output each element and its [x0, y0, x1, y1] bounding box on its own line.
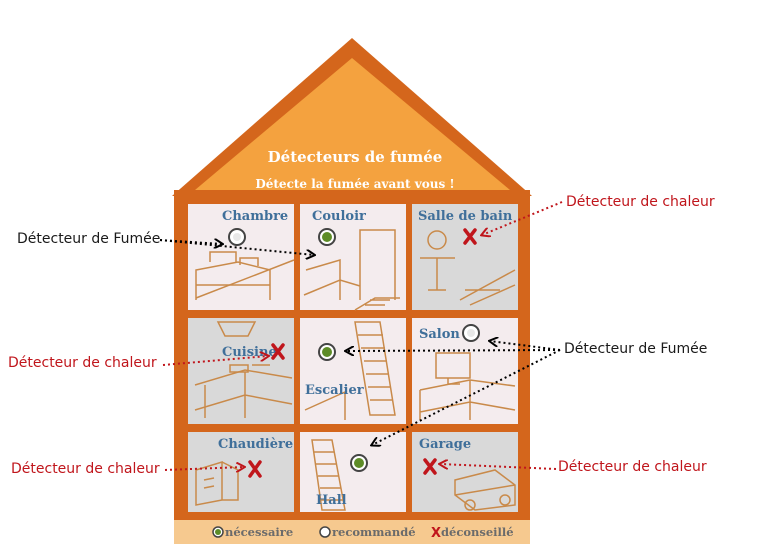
furniture-line-art — [194, 229, 516, 511]
room-label-chambre: Chambre — [222, 209, 288, 224]
necessary-detector-icon — [318, 343, 336, 361]
room-label-hall: Hall — [316, 493, 347, 508]
smoke-detector-arrows — [159, 240, 561, 445]
room-label-garage: Garage — [419, 437, 471, 452]
room-label-salle-de-bain: Salle de bain — [418, 209, 513, 224]
recommended-detector-icon — [462, 324, 480, 342]
room-hall — [300, 432, 406, 512]
roof-inner — [195, 58, 510, 190]
room-escalier — [300, 318, 406, 424]
annotation-heat-detector-top-right: Détecteur de chaleur — [566, 194, 715, 210]
legend-necessary-icon — [212, 526, 224, 538]
annotation-heat-detector-left-bottom: Détecteur de chaleur — [11, 461, 160, 477]
house-subtitle: Détecte la fumée avant vous ! — [255, 177, 454, 191]
room-chambre — [188, 204, 294, 310]
room-couloir — [300, 204, 406, 310]
legend-recommended-icon — [319, 526, 331, 538]
legend-recommended-label: recommandé — [332, 525, 416, 539]
necessary-detector-icon — [318, 228, 336, 246]
house-title: Détecteurs de fumée — [268, 148, 443, 166]
room-label-salon: Salon — [419, 327, 460, 342]
room-label-escalier: Escalier — [305, 383, 364, 398]
necessary-detector-icon — [350, 454, 368, 472]
not-recommended-x-icon — [463, 228, 477, 245]
legend-not-recommended-label: déconseillé — [441, 525, 514, 539]
annotation-heat-detector-right-bottom: Détecteur de chaleur — [558, 459, 707, 475]
not-recommended-x-icon — [271, 343, 285, 360]
heat-detector-arrows — [162, 201, 563, 470]
legend-necessary-label: nécessaire — [225, 525, 293, 539]
recommended-detector-icon — [228, 228, 246, 246]
room-label-chaudiere: Chaudière — [218, 437, 293, 452]
not-recommended-x-icon — [248, 460, 262, 478]
legend-x-mark: X — [431, 526, 441, 541]
not-recommended-x-icon — [423, 458, 437, 475]
legend-bar — [174, 520, 530, 544]
room-label-couloir: Couloir — [312, 209, 366, 224]
annotation-smoke-detector-left: Détecteur de Fumée — [17, 231, 161, 247]
annotation-heat-detector-left-mid: Détecteur de chaleur — [8, 355, 157, 371]
annotation-smoke-detector-right: Détecteur de Fumée — [564, 341, 708, 357]
